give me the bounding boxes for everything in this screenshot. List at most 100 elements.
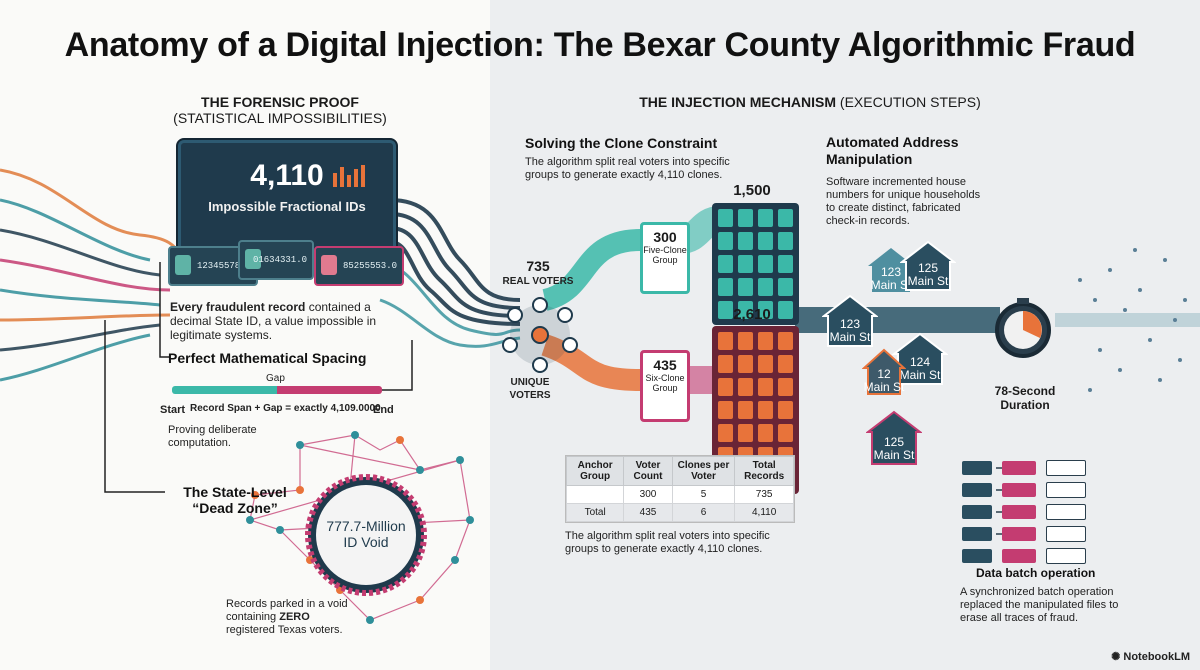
duration-line1: 78-Second bbox=[994, 384, 1056, 398]
clone-icon bbox=[738, 255, 753, 273]
manipulated-file-block bbox=[1002, 527, 1036, 541]
teal-clone-grid bbox=[712, 203, 799, 325]
fraud-record-bold: Every fraudulent record bbox=[170, 300, 306, 314]
clone-icon bbox=[738, 378, 753, 396]
clone-icon bbox=[778, 355, 793, 373]
page-title: Anatomy of a Digital Injection: The Bexa… bbox=[64, 26, 1136, 64]
house-street: Main St bbox=[907, 274, 949, 288]
file-block bbox=[962, 483, 992, 497]
void-line1: 777.7-Million bbox=[326, 518, 406, 534]
batch-row bbox=[962, 482, 1086, 498]
clone-icon bbox=[778, 232, 793, 250]
house-street: Main St bbox=[899, 368, 941, 382]
batch-row bbox=[962, 526, 1086, 542]
clone-icon bbox=[738, 209, 753, 227]
void-label: 777.7-Million ID Void bbox=[316, 518, 416, 550]
table-header: Clones per Voter bbox=[671, 456, 736, 486]
table-header: Voter Count bbox=[623, 456, 673, 486]
empty-file-block bbox=[1046, 548, 1086, 564]
clone-icon bbox=[778, 278, 793, 296]
monitor-label: Impossible Fractional IDs bbox=[208, 199, 366, 214]
dead-zone-line1: The State-Level bbox=[183, 484, 287, 500]
clone-icon bbox=[778, 209, 793, 227]
clone-heading: Solving the Clone Constraint bbox=[525, 135, 718, 151]
injection-heading: THE INJECTION MECHANISM (EXECUTION STEPS… bbox=[600, 94, 1020, 110]
clone-icon bbox=[778, 378, 793, 396]
table-header: Total Records bbox=[734, 456, 794, 486]
table-cell: 435 bbox=[623, 503, 673, 522]
table-cell: 6 bbox=[671, 503, 736, 522]
address-heading-line2: Manipulation bbox=[826, 151, 913, 167]
clone-icon bbox=[718, 401, 733, 419]
file-block bbox=[962, 505, 992, 519]
void-line2: ID Void bbox=[343, 534, 389, 550]
dead-zone-heading: The State-Level “Dead Zone” bbox=[170, 484, 300, 516]
empty-file-block bbox=[1046, 460, 1086, 476]
id-card-value: 01634331.0 bbox=[252, 255, 307, 265]
unique-voters-label: UNIQUE VOTERS bbox=[509, 377, 551, 401]
table-row: Total 435 6 4,110 bbox=[565, 503, 794, 522]
parked-text-a: Records parked in a void containing bbox=[226, 598, 348, 623]
bar-chart-icon bbox=[331, 163, 371, 187]
batch-graphic bbox=[962, 460, 1086, 564]
clone-icon bbox=[718, 332, 733, 350]
clone-icon bbox=[718, 424, 733, 442]
person-icon bbox=[175, 255, 191, 275]
clone-icon bbox=[718, 355, 733, 373]
injection-heading-rest: (EXECUTION STEPS) bbox=[836, 94, 981, 110]
teal-total: 1,500 bbox=[733, 182, 771, 199]
file-block bbox=[962, 549, 992, 563]
clone-table: Anchor Group Voter Count Clones per Vote… bbox=[565, 455, 795, 523]
parked-text-bold: ZERO bbox=[279, 611, 310, 623]
house-street: Main St bbox=[863, 380, 905, 394]
dead-zone-line2: “Dead Zone” bbox=[192, 500, 278, 516]
manipulated-file-block bbox=[1002, 483, 1036, 497]
clone-icon bbox=[758, 401, 773, 419]
batch-heading: Data batch operation bbox=[976, 566, 1096, 580]
clone-icon bbox=[758, 355, 773, 373]
house-num: 124 bbox=[909, 355, 931, 369]
table-cell: Total bbox=[565, 503, 625, 522]
forensic-heading-line1: THE FORENSIC PROOF bbox=[201, 94, 359, 110]
brand-icon: ✺ bbox=[1111, 651, 1124, 663]
monitor-number: 4,110 bbox=[250, 159, 324, 192]
file-block bbox=[962, 461, 992, 475]
id-card-value: 85255553.0 bbox=[342, 261, 397, 271]
batch-desc: A synchronized batch operation replaced … bbox=[960, 586, 1119, 624]
clone-icon bbox=[758, 209, 773, 227]
house-num: 12 bbox=[877, 367, 891, 381]
clone-icon bbox=[738, 278, 753, 296]
clone-icon bbox=[718, 255, 733, 273]
empty-file-block bbox=[1046, 482, 1086, 498]
clone-icon bbox=[778, 424, 793, 442]
clone-icon bbox=[738, 355, 753, 373]
table-header: Anchor Group bbox=[565, 456, 625, 486]
forensic-heading: THE FORENSIC PROOF (STATISTICAL IMPOSSIB… bbox=[150, 94, 410, 126]
clone-icon bbox=[718, 378, 733, 396]
clone-icon bbox=[738, 232, 753, 250]
batch-row bbox=[962, 548, 1086, 564]
clone-icon bbox=[778, 332, 793, 350]
house-num: 123 bbox=[880, 265, 902, 279]
id-card-3: 85255553.0 bbox=[314, 246, 404, 286]
parked-text: Records parked in a void containing ZERO… bbox=[226, 598, 356, 637]
proving-text: Proving deliberate computation. bbox=[168, 424, 257, 449]
spacing-heading: Perfect Mathematical Spacing bbox=[168, 350, 367, 366]
manipulated-file-block bbox=[1002, 461, 1036, 475]
table-cell bbox=[565, 485, 625, 504]
clone-icon bbox=[758, 378, 773, 396]
address-desc: Software incremented house numbers for u… bbox=[826, 176, 981, 227]
clone-icon bbox=[778, 401, 793, 419]
house-street: Main St bbox=[829, 330, 871, 344]
clone-icon bbox=[778, 255, 793, 273]
duration-label: 78-Second Duration bbox=[980, 384, 1070, 412]
clone-icon bbox=[738, 301, 753, 319]
gap-label: Gap bbox=[266, 373, 285, 384]
fraud-record-rest: contained a decimal State ID, a value im… bbox=[170, 300, 377, 342]
span-formula: Record Span + Gap = exactly 4,109.0000 bbox=[190, 403, 381, 414]
six-group-label: Six-Clone Group bbox=[645, 373, 685, 393]
house-num: 125 bbox=[883, 435, 905, 449]
